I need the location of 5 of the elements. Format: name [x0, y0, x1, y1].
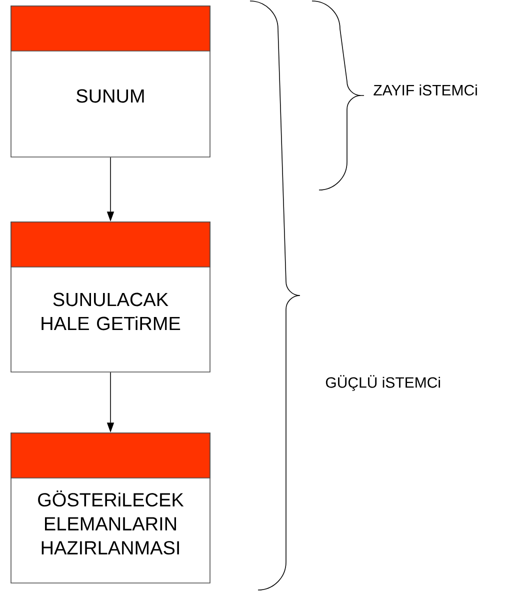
brace-label: GÜÇLÜ iSTEMCi — [326, 375, 440, 391]
process-box: SUNUM — [10, 6, 210, 158]
brace-label: ZAYIF iSTEMCi — [374, 84, 477, 96]
process-box: GÖSTERiLECEK ELEMANLARIN HAZIRLANMASI — [10, 432, 210, 584]
process-box: SUNULACAK HALE GETiRME — [10, 222, 210, 372]
